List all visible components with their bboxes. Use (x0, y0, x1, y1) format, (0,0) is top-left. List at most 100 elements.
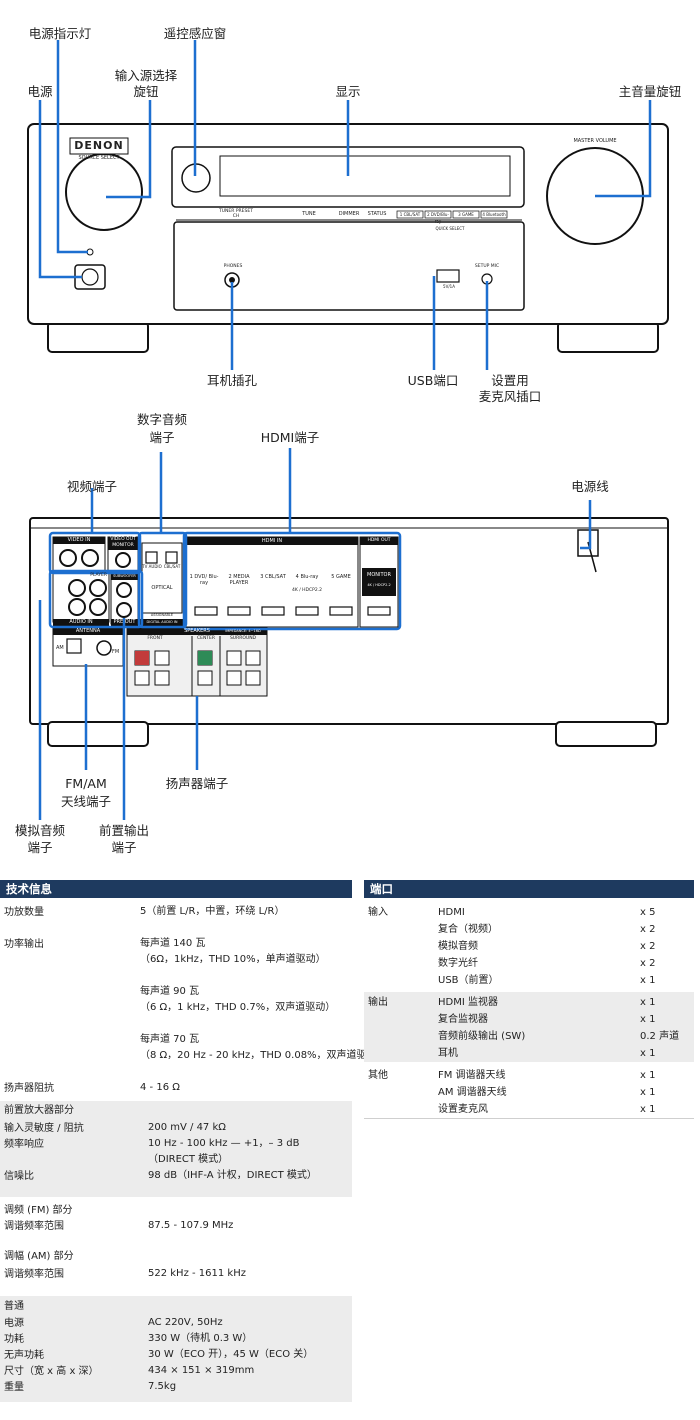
fm-label: FM (112, 649, 120, 655)
hdmi-input-2-label: 2 MEDIA PLAYER (228, 574, 250, 586)
spec-value-power-8: （8 Ω，20 Hz - 20 kHz，THD 0.08%，双声道驱动） (140, 1050, 387, 1061)
quick-select-1[interactable]: 1 CBL/SAT (399, 212, 421, 217)
video-in-label: VIDEO IN (67, 537, 91, 543)
tune-label: TUNE (302, 211, 316, 217)
brand-logo: DENON (74, 139, 124, 152)
center-speaker-label: CENTER (196, 636, 216, 641)
callout-speaker: 扬声器端子 (165, 776, 229, 791)
dimmer-button[interactable]: DIMMER (338, 211, 360, 217)
port-other-mic: 设置麦克风 (438, 1104, 488, 1115)
callout-fm-am-2: 天线端子 (60, 794, 111, 809)
port-output-composite-count: x 1 (640, 1014, 656, 1025)
am-label: 调谐频率范围 (4, 1269, 64, 1280)
callout-preout-2: 端子 (111, 840, 137, 855)
callout-power: 电源 (27, 84, 53, 99)
video-out-label: VIDEO OUT (110, 537, 136, 542)
port-input-hdmi: HDMI (438, 907, 465, 918)
quick-select-4[interactable]: 4 Bluetooth (482, 212, 506, 217)
port-output-headphone-count: x 1 (640, 1048, 656, 1059)
audio-in-label: AUDIO IN (69, 619, 93, 625)
tv-audio-label: TV AUDIO (142, 564, 162, 569)
quick-select-label: QUICK SELECT (435, 226, 465, 231)
hdmi-in-label: HDMI IN (261, 538, 283, 544)
player-label: PLAYER (90, 573, 107, 578)
assignable-label: ASSIGNABLE (150, 613, 174, 617)
general-label-size: 尺寸（宽 x 高 x 深） (4, 1366, 99, 1377)
pre-out-label: PRE OUT (113, 619, 136, 625)
fm-label: 调谐频率范围 (4, 1221, 64, 1232)
hdmi-input-4-label: 4 Blu-ray (295, 574, 319, 580)
surround-speaker-label: SURROUND (229, 636, 257, 641)
hdmi-input-1-label: 1 DVD/ Blu-ray (189, 574, 219, 586)
quick-select-3[interactable]: 3 GAME (458, 212, 474, 217)
ports-header: 端口 (364, 880, 694, 898)
status-button[interactable]: STATUS (367, 211, 387, 217)
general-band (0, 1296, 352, 1402)
preamp-section: 前置放大器部分 (4, 1105, 74, 1116)
preamp-label-freq: 频率响应 (4, 1139, 44, 1150)
subwoofer-label: SUBWOOFER (113, 574, 136, 578)
general-section: 普通 (4, 1301, 24, 1312)
callout-hdmi: HDMI端子 (260, 430, 320, 445)
callout-headphone: 耳机插孔 (206, 373, 257, 388)
port-output-preout-count: 0.2 声道 (640, 1031, 680, 1042)
callout-video: 视频端子 (66, 479, 117, 494)
callout-preout-1: 前置输出 (98, 823, 149, 838)
spec-value-power-2: （6Ω，1kHz，THD 10%，单声道驱动） (140, 954, 326, 965)
hdmi-out-label: HDMI OUT (367, 538, 391, 543)
usb-rating-label: 5V/1A (443, 284, 455, 289)
general-label-idle: 无声功耗 (4, 1350, 44, 1361)
fm-section: 调频 (FM) 部分 (4, 1205, 73, 1216)
optical-label: OPTICAL (151, 585, 173, 591)
port-input-composite-count: x 2 (640, 924, 656, 935)
am-value: 522 kHz - 1611 kHz (148, 1268, 246, 1279)
port-input-usb: USB（前置） (438, 975, 499, 986)
impedance-label: IMPEDANCE: 4~16Ω (225, 629, 261, 633)
callout-analog-1: 模拟音频 (14, 823, 65, 838)
fm-value: 87.5 - 107.9 MHz (148, 1220, 234, 1231)
preamp-band (0, 1101, 352, 1197)
general-value-power: AC 220V, 50Hz (148, 1317, 223, 1328)
general-label-power: 电源 (4, 1318, 24, 1329)
port-input-composite: 复合（视频） (438, 924, 498, 935)
ports-group-other: 其他 (368, 1070, 388, 1081)
callout-master-volume: 主音量旋钮 (618, 84, 682, 99)
monitor-label: MONITOR (112, 543, 134, 548)
spec-value-amps: 5（前置 L/R，中置，环绕 L/R） (140, 906, 285, 917)
antenna-label: ANTENNA (75, 628, 101, 634)
preamp-value-sensitivity: 200 mV / 47 kΩ (148, 1122, 226, 1133)
hdmi-input-5-label: 5 GAME (331, 574, 351, 580)
ports-output-band (364, 992, 694, 1062)
monitor-out-label: MONITOR (367, 572, 391, 578)
callout-usb: USB端口 (407, 373, 459, 388)
preamp-label-sensitivity: 输入灵敏度 / 阻抗 (4, 1123, 84, 1134)
quick-select-2[interactable]: 2 DVD/Blu-ray (427, 212, 449, 224)
callout-source-knob-1: 输入源选择 (114, 68, 178, 83)
port-output-composite: 复合监视器 (438, 1014, 488, 1025)
port-other-am-count: x 1 (640, 1087, 656, 1098)
ports-bottom-rule (364, 1118, 694, 1119)
speakers-label: SPEAKERS (184, 628, 210, 634)
digital-audio-in-label: DIGITAL AUDIO IN (146, 620, 178, 624)
am-section: 调幅 (AM) 部分 (4, 1251, 74, 1262)
phones-label: PHONES (223, 264, 243, 269)
ports-group-output: 输出 (368, 997, 388, 1008)
preamp-label-snr: 信噪比 (4, 1171, 34, 1182)
callout-setup-mic-1: 设置用 (491, 373, 529, 388)
general-value-consumption: 330 W（待机 0.3 W） (148, 1333, 253, 1344)
port-other-am: AM 调谐器天线 (438, 1087, 507, 1098)
callout-remote-window: 遥控感应窗 (163, 26, 227, 41)
port-input-usb-count: x 1 (640, 975, 656, 986)
spec-label-amps: 功放数量 (4, 907, 44, 918)
general-value-weight: 7.5kg (148, 1381, 177, 1392)
rear-panel-diagram (29, 448, 669, 820)
port-input-analog: 模拟音频 (438, 941, 478, 952)
general-label-consumption: 功耗 (4, 1334, 24, 1345)
setup-mic-label: SETUP MIC (474, 264, 500, 269)
callout-display: 显示 (335, 84, 361, 99)
spec-value-power-5: （6 Ω，1 kHz，THD 0.7%，双声道驱动） (140, 1002, 336, 1013)
callout-digital-audio-1: 数字音频 (136, 412, 187, 427)
general-label-weight: 重量 (4, 1382, 24, 1393)
am-label: AM (56, 645, 64, 651)
port-input-analog-count: x 2 (640, 941, 656, 952)
